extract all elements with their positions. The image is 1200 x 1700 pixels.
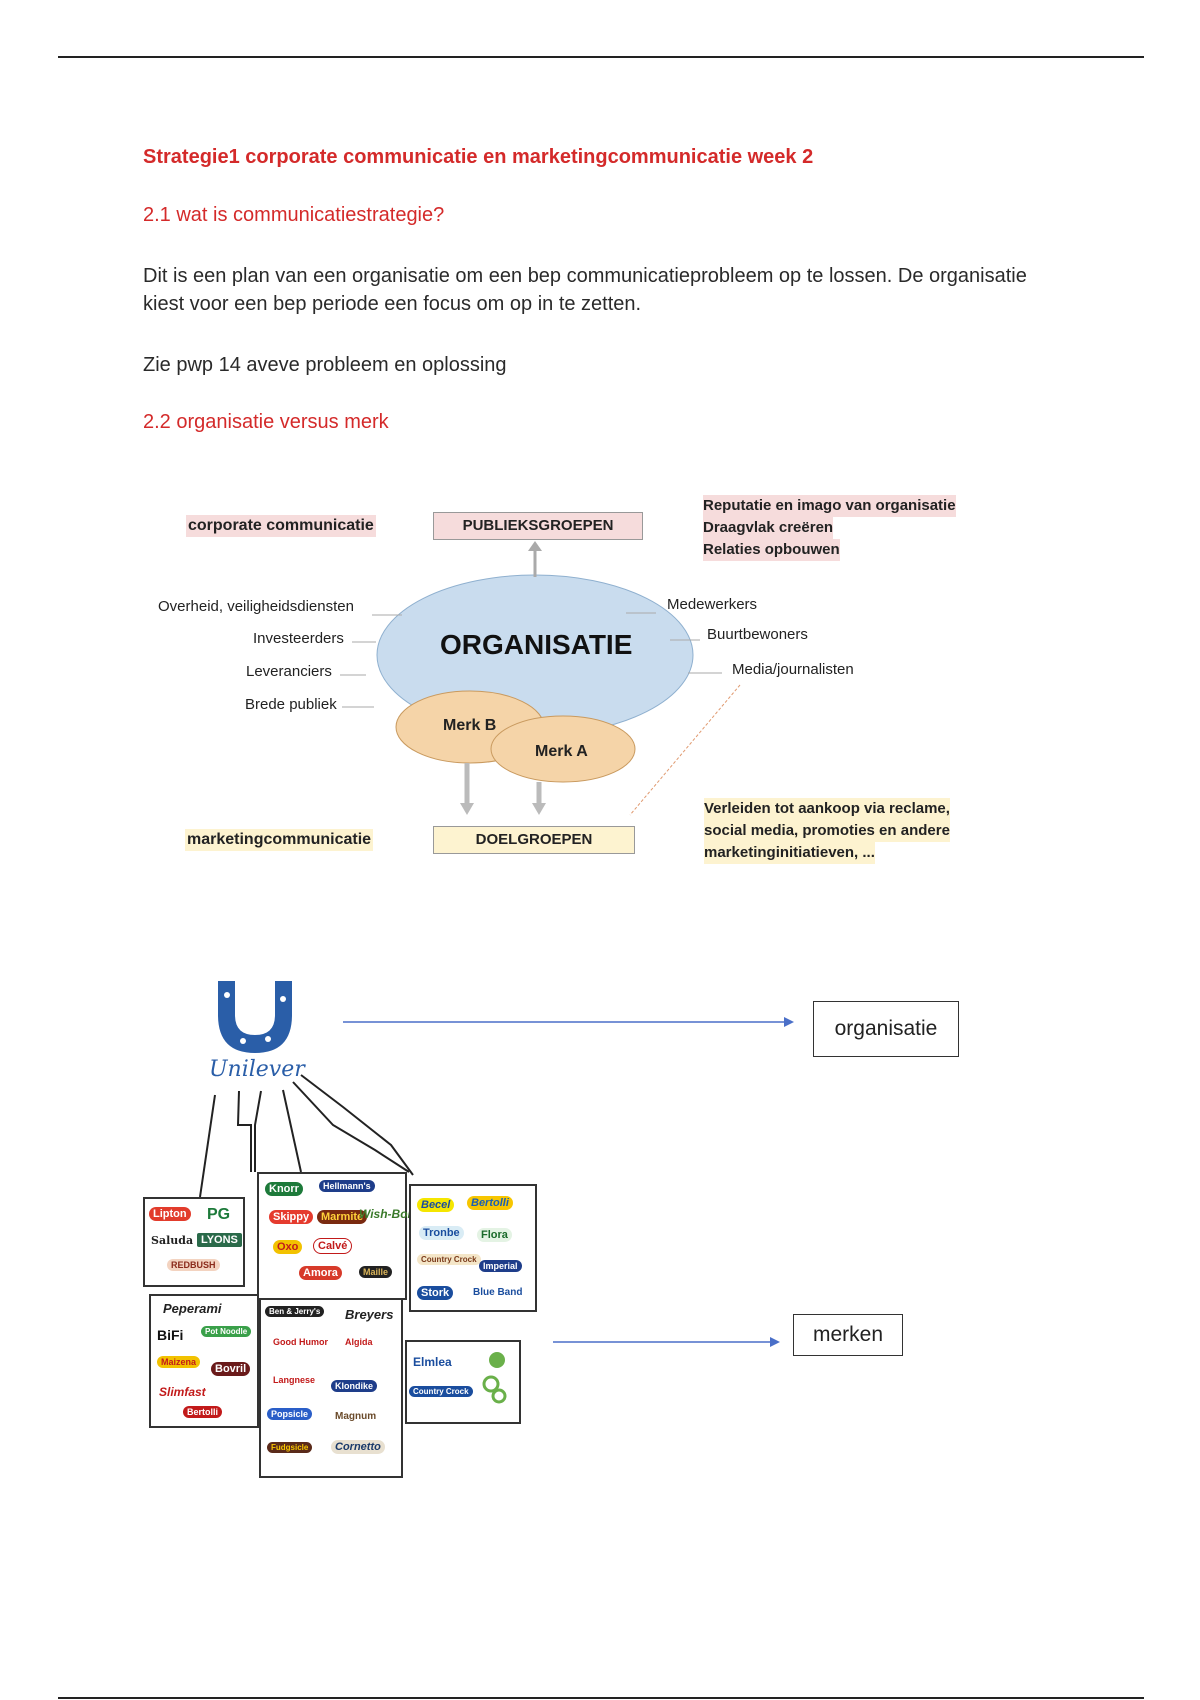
- brand-flora: Flora: [477, 1228, 512, 1242]
- brand-ben-jerrys: Ben & Jerry's: [265, 1306, 325, 1317]
- note-paragraph: Zie pwp 14 aveve probleem en oplossing: [143, 354, 507, 376]
- section-title-2-2: 2.2 organisatie versus merk: [143, 411, 389, 433]
- brand-cornetto: Cornetto: [331, 1440, 385, 1454]
- brand-lyons: LYONS: [197, 1233, 242, 1247]
- brand-country-crock-2: Country Crock: [409, 1386, 473, 1397]
- stakeholder-investeerders: Investeerders: [253, 630, 344, 647]
- brand-saluda: Saluda: [151, 1234, 194, 1247]
- brand-lipton: Lipton: [149, 1207, 191, 1221]
- brand-klondike: Klondike: [331, 1380, 378, 1392]
- brand-fudgsicle: Fudgsicle: [267, 1442, 313, 1453]
- brand-peperami: Peperami: [163, 1301, 222, 1316]
- top-rule: [58, 56, 1144, 58]
- brand-redbush: REDBUSH: [167, 1259, 220, 1271]
- reputation-line-1: Reputatie en imago van organisatie: [703, 495, 956, 517]
- brand-bovril: Bovril: [211, 1362, 251, 1376]
- brand-box-other: Elmlea Country Crock: [405, 1340, 521, 1424]
- corporate-communicatie-label: corporate communicatie: [186, 515, 376, 537]
- brand-breyers: Breyers: [345, 1307, 394, 1322]
- doelgroepen-box: DOELGROEPEN: [433, 826, 635, 854]
- marketingcommunicatie-label: marketingcommunicatie: [185, 829, 374, 851]
- brand-box-spreads: Becel Bertolli Tronbe Flora Country Croc…: [409, 1184, 537, 1312]
- unilever-brand-map: Unilever Lipton PG Saluda LYONS REDBUSH …: [143, 975, 543, 1478]
- brand-stork: Stork: [417, 1286, 454, 1300]
- brand-good-humor: Good Humor: [273, 1337, 328, 1347]
- brand-pg: PG: [207, 1206, 231, 1223]
- marketing-line-2: social media, promoties en andere: [704, 820, 950, 842]
- unilever-u-logo-icon: [218, 981, 292, 1053]
- section-title-2-1: 2.1 wat is communicatiestrategie?: [143, 204, 445, 226]
- brand-box-icecream: Ben & Jerry's Breyers Good Humor Algida …: [259, 1298, 403, 1478]
- brand-box-foods: Knorr Hellmann's Skippy Marmite Wish-Bon…: [257, 1172, 422, 1300]
- brand-langnese: Langnese: [273, 1375, 316, 1385]
- merk-a-label: Merk A: [535, 743, 588, 760]
- marketing-block: Verleiden tot aankoop via reclame, socia…: [704, 798, 950, 864]
- brand-bertolli-2: Bertolli: [183, 1406, 223, 1418]
- brand-amora: Amora: [299, 1266, 342, 1280]
- stakeholder-media: Media/journalisten: [732, 661, 854, 678]
- bottom-rule: [58, 1697, 1144, 1699]
- reputation-line-3: Relaties opbouwen: [703, 539, 840, 561]
- marketing-line-1: Verleiden tot aankoop via reclame,: [704, 798, 950, 820]
- brand-bifi: BiFi: [157, 1327, 184, 1343]
- brand-marmite: Marmite: [317, 1210, 368, 1224]
- brand-maille: Maille: [359, 1266, 393, 1278]
- stakeholder-leveranciers: Leveranciers: [246, 663, 332, 680]
- merken-tag: merken: [793, 1314, 903, 1356]
- dotted-connector: [629, 684, 741, 816]
- brand-becel: Becel: [417, 1198, 455, 1212]
- unilever-graphics: [199, 981, 414, 1198]
- brand-box-snacks: Peperami BiFi Pot Noodle Maizena Bovril …: [149, 1294, 259, 1428]
- brand-hellmanns: Hellmann's: [319, 1180, 375, 1192]
- brand-bertolli: Bertolli: [467, 1196, 513, 1210]
- definition-paragraph: Dit is een plan van een organisatie om e…: [143, 265, 1027, 315]
- stakeholder-buurtbewoners: Buurtbewoners: [707, 626, 808, 643]
- marketing-line-3: marketinginitiatieven, ...: [704, 842, 875, 864]
- brand-elmlea: Elmlea: [413, 1355, 452, 1369]
- tree-lines: [199, 1074, 414, 1198]
- stakeholder-overheid: Overheid, veiligheidsdiensten: [158, 598, 354, 615]
- brand-algida: Algida: [345, 1337, 373, 1347]
- leaf-logo-icon: [482, 1352, 507, 1404]
- brand-imperial: Imperial: [479, 1260, 522, 1272]
- publieksgroepen-box: PUBLIEKSGROEPEN: [433, 512, 643, 540]
- page-heading: Strategie1 corporate communicatie en mar…: [143, 146, 814, 168]
- brand-slimfast: Slimfast: [159, 1385, 206, 1399]
- brand-blue-band: Blue Band: [473, 1287, 523, 1298]
- brand-wishbone: Wish-Bone: [359, 1207, 422, 1221]
- brand-box-tea: Lipton PG Saluda LYONS REDBUSH: [143, 1197, 245, 1287]
- brand-knorr: Knorr: [265, 1182, 303, 1196]
- unilever-logo-text: Unilever: [209, 1057, 305, 1082]
- organisatie-tag: organisatie: [813, 1001, 959, 1057]
- brand-skippy: Skippy: [269, 1210, 314, 1224]
- stakeholder-brede-publiek: Brede publiek: [245, 696, 337, 713]
- merk-b-label: Merk B: [443, 717, 497, 734]
- diagram-shapes: [340, 541, 741, 816]
- brand-a-ellipse: [490, 715, 636, 783]
- brand-maizena: Maizena: [157, 1356, 201, 1368]
- brand-country-crock: Country Crock: [417, 1254, 481, 1265]
- organisatie-label: ORGANISATIE: [440, 629, 633, 660]
- brand-tronbe: Tronbe: [419, 1226, 464, 1240]
- brand-calve: Calvé: [313, 1238, 353, 1254]
- brand-popsicle: Popsicle: [267, 1408, 313, 1420]
- brand-magnum: Magnum: [335, 1411, 377, 1422]
- stakeholder-medewerkers: Medewerkers: [667, 596, 758, 613]
- brand-pot-noodle: Pot Noodle: [201, 1326, 252, 1337]
- organisation-brand-diagram: corporate communicatie PUBLIEKSGROEPEN R…: [150, 485, 1030, 885]
- reputation-line-2: Draagvlak creëren: [703, 517, 834, 539]
- reputation-block: Reputatie en imago van organisatie Draag…: [703, 495, 956, 561]
- brand-oxo: Oxo: [273, 1240, 303, 1254]
